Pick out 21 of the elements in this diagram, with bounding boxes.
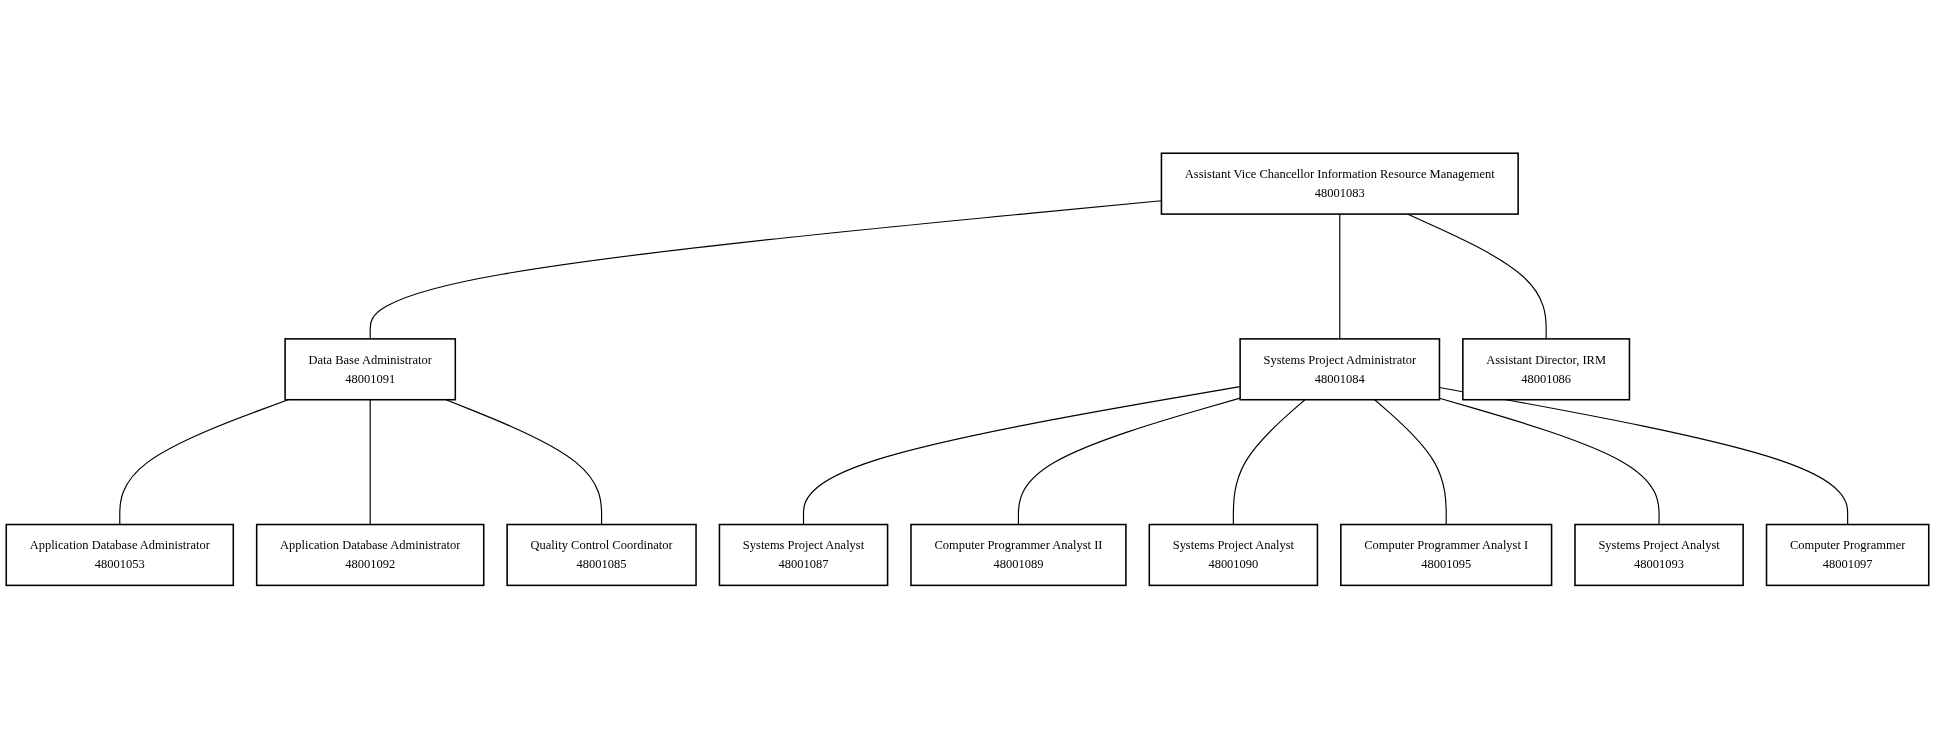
node-box: Data Base Administrator 48001091 xyxy=(284,338,457,401)
node-box: Assistant Director, IRM 48001086 xyxy=(1462,338,1631,401)
connector xyxy=(369,399,371,526)
node-box: Application Database Administrator 48001092 xyxy=(255,523,485,587)
node-box: Systems Project Administrator 48001084 xyxy=(1239,338,1441,401)
node-box: Assistant Vice Chancellor Information Resource Management 48001083 xyxy=(1160,152,1519,216)
node-box: Systems Project Analyst 48001087 xyxy=(718,523,889,587)
connector xyxy=(1438,387,1849,526)
connector xyxy=(1374,399,1447,526)
node-box: Computer Programmer 48001097 xyxy=(1765,523,1930,587)
node-box: Quality Control Coordinator 48001085 xyxy=(506,523,697,587)
connector xyxy=(1017,397,1241,526)
connector xyxy=(802,386,1241,526)
connector xyxy=(1438,397,1660,526)
node-box: Application Database Administrator 48001053 xyxy=(5,523,235,587)
node-box: Computer Programmer Analyst I 48001095 xyxy=(1340,523,1553,587)
connector xyxy=(1232,399,1306,526)
connector xyxy=(1339,213,1341,340)
node-box: Systems Project Analyst 48001090 xyxy=(1148,523,1319,587)
node-box: Computer Programmer Analyst II 48001089 xyxy=(910,523,1127,587)
node-box: Systems Project Analyst 48001093 xyxy=(1574,523,1744,587)
